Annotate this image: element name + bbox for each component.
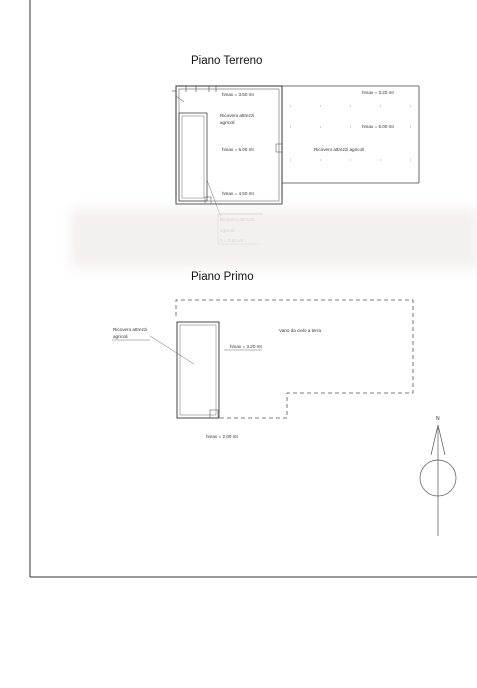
door-swing	[175, 95, 185, 103]
first-room-inner	[179, 324, 217, 416]
ground-right-hmax-top: hmax = 3.20 mt	[362, 90, 395, 95]
first-floor-plan	[112, 299, 414, 419]
ground-floor-title: Piano Terreno	[191, 55, 262, 67]
ground-hmax-center: hmax = 6.00 mt	[222, 147, 255, 152]
north-label: N	[436, 416, 440, 422]
first-room-post	[209, 409, 219, 419]
blurred-band	[70, 208, 477, 268]
first-leader-1	[149, 335, 195, 365]
ground-right-room: Ricovero attrezzi agricoli	[314, 147, 364, 152]
first-room-name-2: agricoli	[113, 334, 128, 339]
first-room-name-1: Ricovero attrezzi	[113, 327, 147, 332]
ground-inner-ramp	[178, 112, 208, 202]
ground-right-hmax-mid: hmax = 5.00 mt	[362, 124, 395, 129]
ground-hmax-bottom: hmax = 4.50 mt	[222, 191, 255, 196]
ground-main-room-inner	[178, 88, 280, 202]
ground-room-name-2: agricoli	[220, 120, 235, 125]
first-void-outline	[175, 299, 414, 419]
north-arrow-icon	[419, 424, 457, 536]
first-room-outline	[176, 321, 220, 419]
ground-room-name-1: Ricovero attrezzi	[220, 113, 254, 118]
first-floor-labels: Ricovero attrezzi agricoli hmax = 3.20 m…	[113, 327, 321, 439]
north-pointer	[430, 424, 446, 456]
ground-main-room-outline	[175, 85, 283, 205]
ground-hmax-top: hmax = 3.50 mt	[222, 92, 255, 97]
first-floor-title: Piano Primo	[191, 271, 254, 283]
first-hmax-bottom: hmax = 2.00 mt	[206, 434, 239, 439]
ground-inner-ramp-inner	[181, 115, 205, 199]
wall-post	[204, 196, 212, 205]
ground-right-dots	[290, 105, 411, 161]
first-hmax: hmax = 3.20 mt	[230, 344, 263, 349]
first-void-label: Vano da cielo a terra	[279, 328, 321, 333]
